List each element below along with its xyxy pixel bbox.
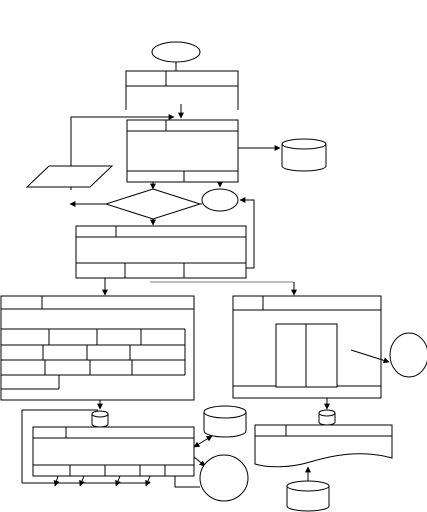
arrow-to-side-connector — [350, 349, 390, 364]
small-database-right — [318, 409, 336, 426]
data-parallelogram — [25, 165, 114, 188]
database-lower-mid — [203, 405, 247, 438]
output-arrows-bottom — [22, 475, 151, 487]
process-box-third — [75, 225, 247, 279]
small-database-left — [91, 410, 109, 428]
table-panel-left — [0, 295, 195, 401]
database-bottom-right — [286, 480, 330, 512]
arrow-to-connector-bottom — [193, 456, 206, 467]
arrow-box-db-bidirectional — [193, 435, 213, 448]
window-panel-right — [232, 295, 382, 399]
decision-diamond — [104, 188, 202, 220]
process-box-bottom-left — [32, 426, 195, 477]
feedback-line-right — [239, 197, 255, 269]
connector-ellipse-right — [201, 188, 239, 212]
process-box-second — [126, 119, 239, 183]
line-to-connector-bottom — [174, 476, 200, 488]
database-right — [281, 138, 327, 172]
loop-line-left — [21, 409, 98, 483]
connector-circle-side — [389, 332, 427, 378]
start-ellipse — [151, 41, 201, 63]
document-bottom-right — [254, 424, 393, 468]
process-box-top — [125, 70, 239, 110]
connector-circle-bottom — [199, 454, 249, 502]
